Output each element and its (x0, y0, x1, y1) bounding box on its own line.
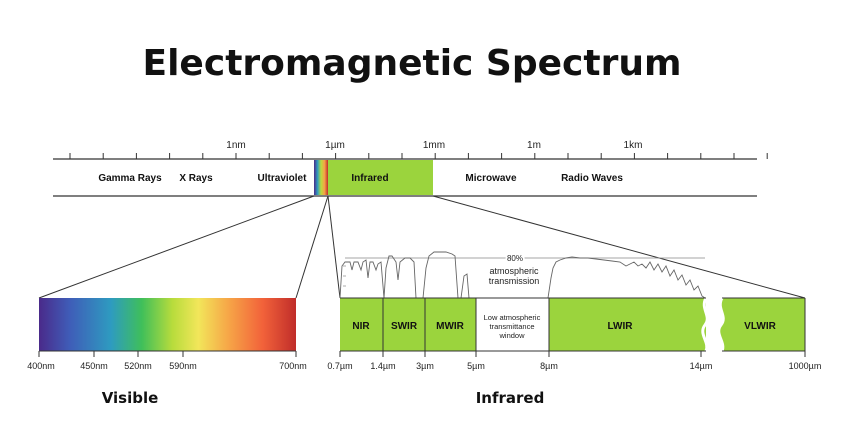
zoom-line-infrared-left (327, 195, 341, 299)
band-dividers (340, 297, 806, 352)
low-transmittance-label-1: Low atmospheric (484, 313, 541, 322)
ir-tick-14um: 14µm (690, 361, 713, 371)
lwir-break-edge (701, 297, 709, 352)
infrared-spectrum: NIR SWIR MWIR Low atmospheric transmitta… (327, 297, 822, 407)
low-transmittance-label-2: transmittance (489, 322, 534, 331)
infrared-band-fill (328, 160, 433, 195)
visible-gradient-bar (39, 298, 296, 351)
tick-label-1km: 1km (624, 140, 643, 151)
nir-label: NIR (352, 321, 370, 332)
zoom-line-visible-left (38, 195, 315, 299)
infrared-section-label: Infrared (476, 389, 545, 407)
visible-tick-520nm: 520nm (124, 361, 152, 371)
zoom-line-infrared-right (432, 195, 806, 299)
transmission-80-label: 80% (507, 254, 523, 263)
low-transmittance-label-3: window (498, 331, 525, 340)
top-spectrum-bar: 1nm 1µm 1mm 1m 1km Gamma Rays X Rays Ult… (53, 140, 768, 197)
visible-tick-400nm: 400nm (27, 361, 55, 371)
nir-band (340, 298, 383, 351)
swir-band (383, 298, 425, 351)
band-microwave: Microwave (465, 173, 517, 184)
low-transmittance-band (476, 298, 549, 351)
transmission-caption-1: atmospheric (489, 266, 539, 276)
transmission-caption-2: transmission (489, 276, 540, 286)
tick-label-1nm: 1nm (226, 140, 245, 151)
atmospheric-transmission: 80% atmospheric transmission (339, 251, 706, 299)
band-radio-waves: Radio Waves (561, 173, 623, 184)
top-minor-ticks (69, 153, 768, 159)
band-ultraviolet: Ultraviolet (258, 173, 308, 184)
transmission-side-ticks (343, 265, 346, 287)
lwir-band (549, 298, 706, 351)
vlwir-break-edge (717, 297, 725, 352)
band-x-rays: X Rays (179, 173, 213, 184)
ir-tick-8um: 8µm (540, 361, 558, 371)
ir-tick-5um: 5µm (467, 361, 485, 371)
infrared-ticks (339, 351, 806, 357)
zoom-line-visible-right (295, 195, 329, 299)
ir-tick-1000um: 1000µm (789, 361, 822, 371)
page-title: Electromagnetic Spectrum (143, 43, 682, 84)
vlwir-label: VLWIR (744, 321, 776, 332)
zoom-lines (38, 195, 806, 299)
mwir-band (425, 298, 476, 351)
visible-tick-450nm: 450nm (80, 361, 108, 371)
visible-ticks (38, 351, 297, 357)
visible-band-fill (314, 160, 328, 195)
mwir-label: MWIR (436, 321, 465, 332)
visible-tick-590nm: 590nm (169, 361, 197, 371)
visible-spectrum: 400nm 450nm 520nm 590nm 700nm Visible (27, 298, 307, 407)
lwir-label: LWIR (608, 321, 634, 332)
ir-tick-0-7um: 0.7µm (327, 361, 352, 371)
tick-label-1um: 1µm (325, 140, 345, 151)
tick-label-1mm: 1mm (423, 140, 445, 151)
visible-tick-700nm: 700nm (279, 361, 307, 371)
band-infrared: Infrared (351, 173, 388, 184)
visible-section-label: Visible (102, 389, 159, 407)
swir-label: SWIR (391, 321, 418, 332)
vlwir-band (722, 298, 805, 351)
band-gamma-rays: Gamma Rays (98, 173, 162, 184)
ir-tick-1-4um: 1.4µm (370, 361, 395, 371)
tick-label-1m: 1m (527, 140, 541, 151)
ir-tick-3um: 3µm (416, 361, 434, 371)
